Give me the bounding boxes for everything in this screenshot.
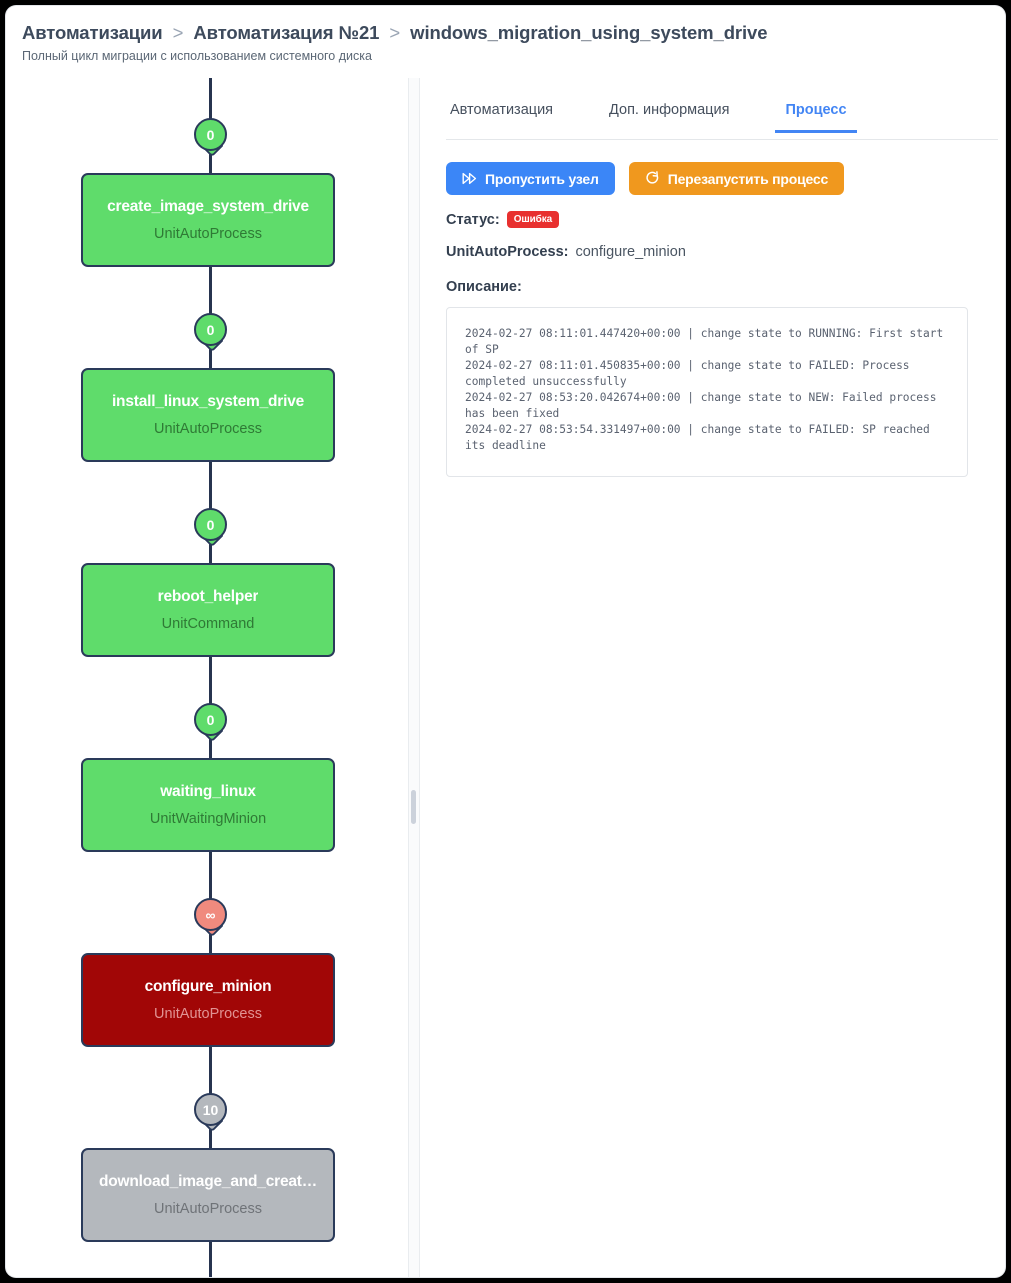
flow-node-subtitle: UnitAutoProcess (154, 1005, 262, 1022)
flow-badge-3[interactable]: 0 (194, 703, 227, 743)
tab-additional-info[interactable]: Доп. информация (609, 102, 730, 118)
flow-badge-1[interactable]: 0 (194, 313, 227, 353)
flow-connector-line (209, 78, 212, 1277)
flow-badge-label: 10 (202, 1101, 219, 1118)
unit-label: UnitAutoProcess: (446, 244, 569, 260)
flow-node-waiting-linux[interactable]: waiting_linux UnitWaitingMinion (81, 758, 335, 852)
flow-node-title: configure_minion (144, 977, 272, 995)
flow-badge-4[interactable]: ∞ (194, 898, 227, 938)
flow-node-reboot-helper[interactable]: reboot_helper UnitCommand (81, 563, 335, 657)
breadcrumb: Автоматизации > Автоматизация №21 > wind… (22, 22, 1005, 44)
flow-node-download-image-and-create[interactable]: download_image_and_creat… UnitAutoProces… (81, 1148, 335, 1242)
skip-node-button[interactable]: Пропустить узел (446, 162, 615, 195)
app-window: Автоматизации > Автоматизация №21 > wind… (6, 6, 1005, 1277)
flow-node-configure-minion[interactable]: configure_minion UnitAutoProcess (81, 953, 335, 1047)
flow-node-install-linux-system-drive[interactable]: install_linux_system_drive UnitAutoProce… (81, 368, 335, 462)
flow-node-title: reboot_helper (157, 587, 259, 605)
tab-automation[interactable]: Автоматизация (450, 102, 554, 118)
restart-icon (645, 171, 660, 186)
restart-process-label: Перезапустить процесс (667, 170, 829, 187)
flow-badge-label: ∞ (205, 906, 216, 923)
flow-graph: 0 create_image_system_drive UnitAutoProc… (6, 78, 408, 1277)
flow-node-subtitle: UnitAutoProcess (154, 225, 262, 242)
breadcrumb-item-automation-21[interactable]: Автоматизация №21 (193, 22, 380, 43)
flow-graph-pane[interactable]: 0 create_image_system_drive UnitAutoProc… (6, 78, 408, 1277)
content-panes: 0 create_image_system_drive UnitAutoProc… (6, 78, 1005, 1277)
flow-node-subtitle: UnitCommand (161, 615, 255, 632)
page-subtitle: Полный цикл миграции с использованием си… (22, 49, 372, 63)
status-row: Статус: Ошибка (446, 211, 1005, 228)
breadcrumb-item-automations[interactable]: Автоматизации (22, 22, 163, 43)
flow-badge-5[interactable]: 10 (194, 1093, 227, 1133)
pane-splitter[interactable] (408, 78, 420, 1277)
breadcrumb-separator: > (389, 22, 401, 43)
flow-node-subtitle: UnitWaitingMinion (149, 810, 267, 827)
page-header: Автоматизации > Автоматизация №21 > wind… (6, 6, 1005, 64)
action-buttons: Пропустить узел Перезапустить процесс (446, 162, 1005, 195)
splitter-grip[interactable] (411, 790, 416, 824)
flow-badge-0[interactable]: 0 (194, 118, 227, 158)
description-log-box[interactable]: 2024-02-27 08:11:01.447420+00:00 | chang… (446, 307, 968, 477)
unit-value: configure_minion (575, 244, 686, 260)
breadcrumb-separator: > (172, 22, 184, 43)
tab-bar: Автоматизация Доп. информация Процесс (446, 94, 998, 140)
flow-badge-label: 0 (206, 516, 215, 533)
skip-node-label: Пропустить узел (485, 170, 599, 187)
flow-node-title: download_image_and_creat… (98, 1172, 318, 1190)
flow-node-title: waiting_linux (160, 782, 256, 800)
restart-process-button[interactable]: Перезапустить процесс (628, 162, 845, 195)
status-badge: Ошибка (506, 211, 560, 228)
flow-badge-2[interactable]: 0 (194, 508, 227, 548)
log-text: 2024-02-27 08:11:01.447420+00:00 | chang… (465, 327, 944, 452)
breadcrumb-item-current: windows_migration_using_system_drive (410, 22, 768, 43)
flow-node-title: create_image_system_drive (107, 197, 309, 215)
flow-node-subtitle: UnitAutoProcess (154, 420, 262, 437)
flow-badge-label: 0 (206, 126, 215, 143)
flow-badge-label: 0 (206, 321, 215, 338)
status-label: Статус: (446, 211, 500, 228)
flow-badge-label: 0 (206, 711, 215, 728)
flow-node-title: install_linux_system_drive (111, 392, 305, 410)
description-label: Описание: (446, 279, 522, 295)
flow-node-subtitle: UnitAutoProcess (154, 1200, 262, 1217)
unit-row: UnitAutoProcess: configure_minion (446, 244, 1005, 260)
tab-process[interactable]: Процесс (775, 94, 857, 133)
flow-node-create-image-system-drive[interactable]: create_image_system_drive UnitAutoProces… (81, 173, 335, 267)
details-pane: Автоматизация Доп. информация Процесс Пр… (420, 78, 1005, 1277)
skip-forward-icon (462, 172, 477, 185)
